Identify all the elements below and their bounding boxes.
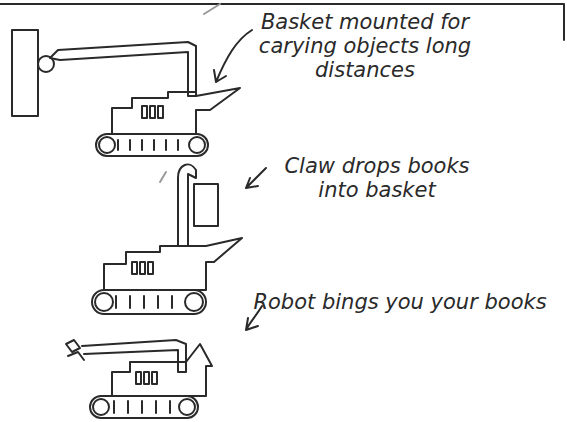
body — [104, 238, 242, 290]
window — [158, 106, 163, 118]
tread-marks — [116, 296, 172, 308]
tread-marks — [114, 401, 170, 413]
wheel — [93, 399, 109, 415]
leader-arrow — [246, 168, 266, 188]
window — [136, 372, 141, 384]
arm — [50, 42, 196, 96]
robot-dropping-books — [92, 164, 242, 314]
motion-line — [160, 172, 166, 182]
handwritten-note: Basket mounted for carying objects long … — [240, 10, 490, 82]
wheel — [99, 137, 115, 153]
window — [152, 372, 157, 384]
wheel — [179, 399, 195, 415]
motion-line — [204, 4, 220, 14]
handwritten-note: Claw drops books into basket — [262, 154, 492, 202]
carried-object — [12, 30, 38, 116]
handwritten-note: Robot bings you your books — [250, 290, 550, 314]
window — [144, 372, 149, 384]
claw — [66, 340, 84, 360]
tread — [96, 134, 208, 156]
book — [194, 184, 218, 226]
tread — [92, 290, 206, 314]
window — [150, 106, 155, 118]
window — [148, 262, 153, 274]
leader-arrow — [214, 30, 252, 82]
body — [112, 344, 212, 396]
window — [132, 262, 137, 274]
robot-carrying-object — [12, 4, 240, 156]
body — [112, 88, 240, 134]
tread — [90, 396, 198, 418]
wheel — [189, 137, 205, 153]
window — [142, 106, 147, 118]
window — [140, 262, 145, 274]
wheel — [95, 293, 113, 311]
tread-marks — [118, 140, 178, 150]
robot-bringing-books — [66, 340, 212, 418]
arm — [82, 340, 186, 372]
wheel — [185, 293, 203, 311]
